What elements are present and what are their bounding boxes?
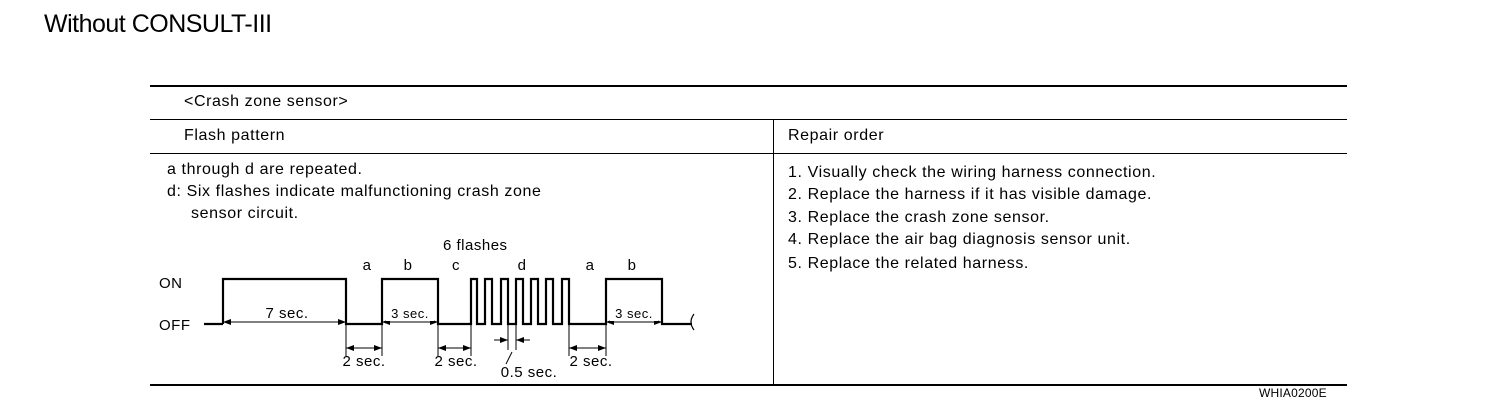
column-divider xyxy=(773,119,774,385)
off-label: OFF xyxy=(159,317,191,334)
phase-letter: d xyxy=(518,257,527,274)
phase-letter: b xyxy=(404,257,413,274)
repair-step: 1. Visually check the wiring harness con… xyxy=(788,164,1157,181)
repair-step: 3. Replace the crash zone sensor. xyxy=(788,209,1050,226)
flash-pattern-header: Flash pattern xyxy=(184,127,286,144)
flash-desc-line: sensor circuit. xyxy=(191,205,299,222)
repair-order-header: Repair order xyxy=(788,127,885,144)
flash-desc-line: d: Six flashes indicate malfunctioning c… xyxy=(167,183,542,200)
on-label: ON xyxy=(159,275,183,292)
section-title: <Crash zone sensor> xyxy=(184,93,349,110)
repair-step: 2. Replace the harness if it has visible… xyxy=(788,186,1153,203)
section-divider xyxy=(150,119,1347,120)
dim-label-half-sec: 0.5 sec. xyxy=(501,364,558,381)
page-heading: Without CONSULT-III xyxy=(44,10,272,38)
dim-label-3sec: 3 sec. xyxy=(391,306,429,321)
diagnosis-table: <Crash zone sensor> Flash pattern Repair… xyxy=(150,85,1347,386)
table-bottom-rule xyxy=(150,384,1347,386)
dim-label-7sec: 7 sec. xyxy=(265,305,308,322)
table-top-rule xyxy=(150,85,1347,87)
figure-code: WHIA0200E xyxy=(1259,386,1327,400)
repair-step: 5. Replace the related harness. xyxy=(788,255,1029,272)
flash-desc-line: a through d are repeated. xyxy=(167,161,363,178)
header-divider xyxy=(150,153,1347,154)
dim-label-3sec: 3 sec. xyxy=(615,306,653,321)
flashes-label: 6 flashes xyxy=(443,237,508,254)
phase-letter: b xyxy=(628,257,637,274)
repair-step: 4. Replace the air bag diagnosis sensor … xyxy=(788,231,1131,248)
phase-letter: a xyxy=(363,257,372,274)
dim-label-2sec: 2 sec. xyxy=(569,353,612,370)
phase-letter: c xyxy=(452,257,460,274)
dim-label-2sec: 2 sec. xyxy=(434,353,477,370)
dim-label-2sec: 2 sec. xyxy=(342,353,385,370)
phase-letter: a xyxy=(586,257,595,274)
